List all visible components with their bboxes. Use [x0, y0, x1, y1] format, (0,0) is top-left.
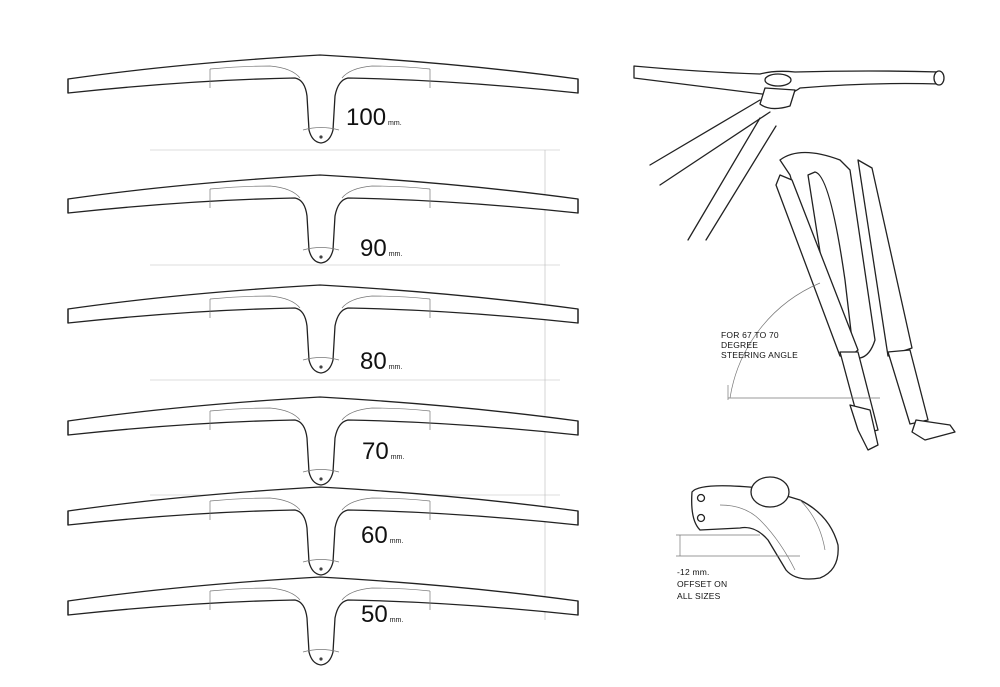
handlebar-70: [67, 396, 579, 486]
handlebar-60: [67, 486, 579, 576]
handlebar-100: [67, 54, 579, 144]
handlebar-90: [67, 174, 579, 264]
offset-note: -12 mm. OFFSET ON ALL SIZES: [677, 567, 730, 601]
construction-lines: [150, 149, 560, 620]
bike-front-end-drawing: [633, 65, 956, 451]
handlebar-80: [67, 284, 579, 374]
steering-note: FOR 67 TO 70 DEGREE STEERING ANGLE: [721, 330, 798, 360]
handlebar-50: [67, 576, 579, 666]
stem-offset-detail: [676, 476, 839, 580]
